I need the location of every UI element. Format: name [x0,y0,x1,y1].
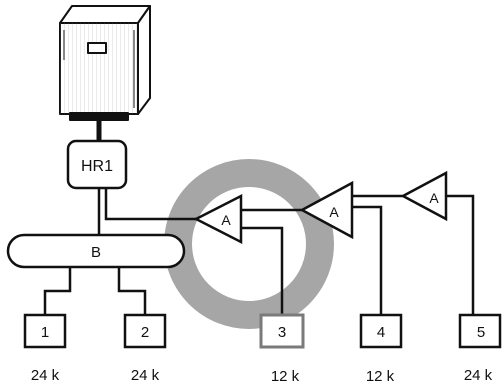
unit-capacity: 24 k [31,367,60,384]
joint-label: A [329,204,339,220]
hr1-box: HR1 [66,139,128,190]
branch-b-label: B [91,244,101,261]
branch-b-header: B [6,233,186,269]
unit-capacity: 24 k [464,367,493,384]
unit-number: 5 [477,324,485,341]
unit-capacity: 24 k [131,367,160,384]
hr1-label: HR1 [81,158,113,175]
unit-number: 2 [141,324,149,341]
indoor-unit-2: 2 24 k [123,313,167,384]
joint-label: A [221,212,231,228]
unit-capacity: 12 k [366,368,395,385]
joint-a-1: A [193,193,243,245]
indoor-unit-5: 5 24 k [458,313,502,384]
unit-number: 3 [278,324,286,341]
joint-a-3: A [400,170,448,222]
indoor-unit-3: 3 12 k [259,313,305,385]
indoor-unit-1: 1 24 k [23,313,67,384]
highlight-ring [164,159,334,329]
joint-label: A [429,190,439,206]
outdoor-unit-icon [59,5,151,142]
unit-number: 1 [41,324,49,341]
piping-lines [43,188,475,315]
indoor-unit-4: 4 12 k [359,313,403,385]
unit-number: 4 [377,324,385,341]
joint-a-2: A [299,180,354,240]
unit-capacity: 12 k [271,368,300,385]
